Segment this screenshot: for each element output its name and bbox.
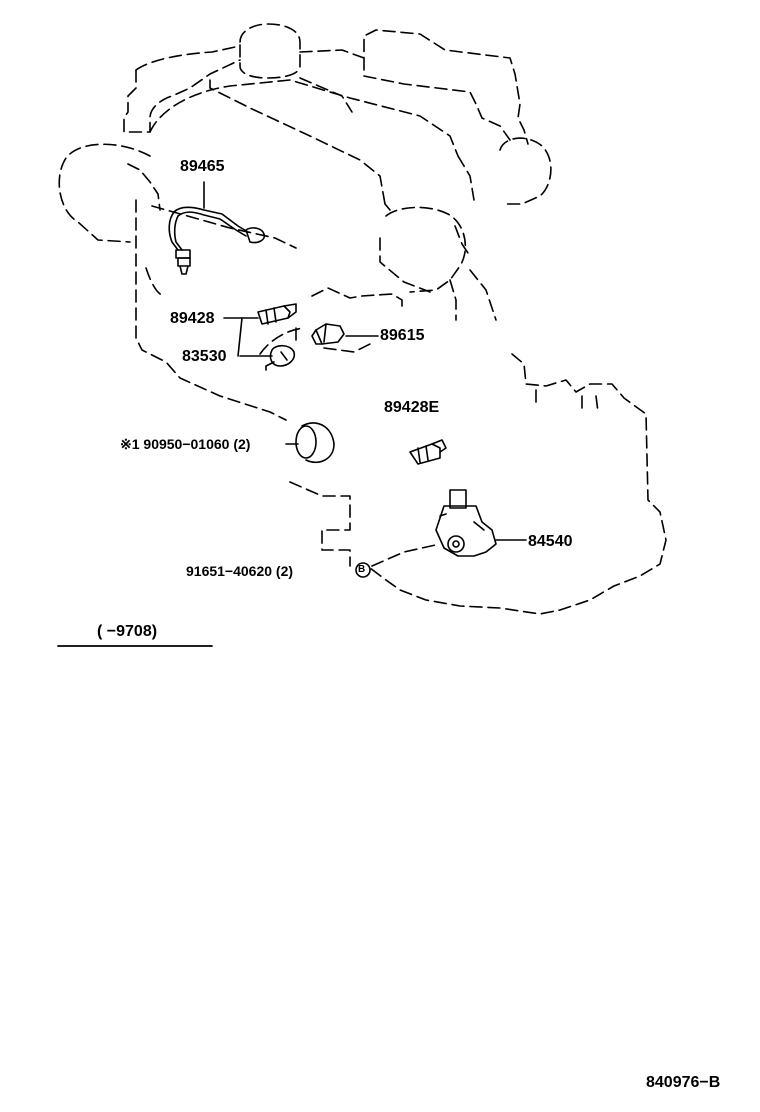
range-note: ( −9708) bbox=[97, 623, 158, 640]
temp-sensor-89428-drawing bbox=[224, 304, 296, 324]
bolt-leader-line bbox=[372, 544, 440, 566]
part-label-89615: 89615 bbox=[380, 327, 425, 344]
part-label-84540: 84540 bbox=[528, 533, 573, 550]
sensor-89428e-drawing bbox=[410, 440, 446, 464]
part-label-83530: 83530 bbox=[182, 348, 227, 365]
figure-id: 840976−B bbox=[646, 1074, 721, 1091]
switch-84540-drawing bbox=[436, 490, 526, 556]
sensor-89615-drawing bbox=[312, 324, 378, 344]
oil-pressure-switch-83530-drawing bbox=[238, 318, 294, 370]
oxygen-sensor-89465-drawing bbox=[169, 182, 264, 274]
bolt-marker-letter: B bbox=[358, 564, 366, 575]
part-label-89428e: 89428E bbox=[384, 399, 440, 416]
engine-block-outline bbox=[59, 24, 666, 614]
part-label-89428: 89428 bbox=[170, 310, 215, 327]
part-label-bolt-91651-40620: 91651−40620 (2) bbox=[186, 563, 294, 579]
plug-90950-01060-drawing bbox=[286, 423, 334, 462]
part-label-89465: 89465 bbox=[180, 158, 225, 175]
bolt-marker-circle bbox=[356, 563, 370, 577]
part-label-plug-90950-01060: ※1 90950−01060 (2) bbox=[120, 436, 251, 452]
